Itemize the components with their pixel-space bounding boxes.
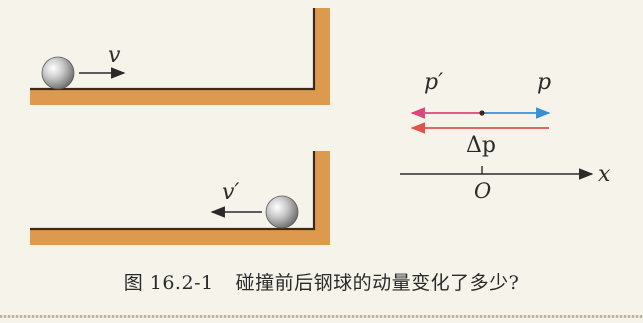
- velocity-label-v: v: [108, 43, 121, 68]
- caption-number: 图 16.2-1: [123, 272, 214, 294]
- p-label: p: [537, 70, 551, 95]
- bottom-scene: v′: [30, 151, 330, 245]
- caption-text: 碰撞前后钢球的动量变化了多少?: [235, 272, 520, 294]
- top-ground-edge: [30, 8, 316, 91]
- velocity-label-v-prime: v′: [222, 180, 239, 205]
- vector-diagram: p′ p Δp O x: [400, 70, 611, 203]
- bottom-ground-wall: [30, 151, 330, 245]
- top-ground-wall: [30, 8, 330, 105]
- p-prime-label: p′: [424, 70, 443, 95]
- top-scene: v: [30, 8, 330, 105]
- bottom-divider: [0, 315, 643, 318]
- origin-label: O: [474, 179, 491, 203]
- bottom-ground-edge: [30, 151, 316, 231]
- vector-origin-dot: [479, 110, 485, 116]
- delta-p-label: Δp: [466, 133, 496, 158]
- top-ball: [41, 56, 75, 90]
- figure-caption: 图 16.2-1 碰撞前后钢球的动量变化了多少?: [0, 268, 643, 295]
- bottom-ball: [265, 195, 299, 229]
- x-axis-label: x: [598, 162, 611, 187]
